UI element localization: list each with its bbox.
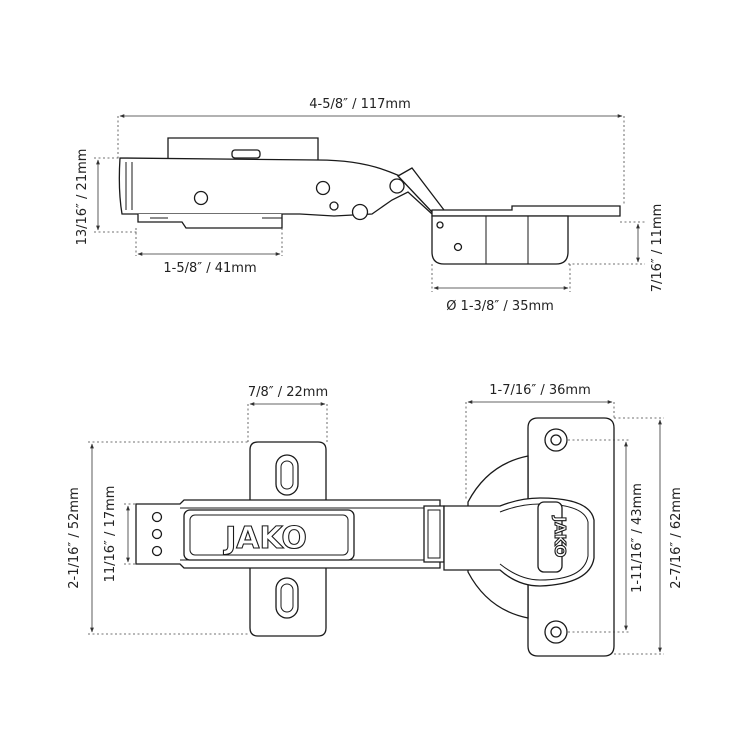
side-rivet-2 [315,180,331,196]
side-pivot-1 [351,203,369,221]
dim-cup-hole-spacing: 1-11/16″ / 43mm [630,483,645,593]
side-rivet-3 [329,201,339,211]
dim-plate-width: 7/8″ / 22mm [248,385,328,400]
dim-arm-width: 11/16″ / 17mm [103,486,118,583]
top-arm-hole-3 [151,545,163,557]
side-cup-hole-2 [453,242,463,252]
dim-cup-diameter: Ø 1-3/8″ / 35mm [446,299,554,314]
dim-side-height: 13/16″ / 21mm [75,149,90,246]
top-arm-hole-2 [151,528,163,540]
top-brand-logo: JAKO [223,521,307,556]
top-view: JAKO JAKO 7/8″ / 22mm 1-7/16″ / 36mm 2-1… [67,383,684,657]
side-view: 4-5/8″ / 117mm 13/16″ / 21mm 1-5/8″ / 41… [75,97,665,314]
top-link-bracket [423,505,445,563]
side-rivet-1 [193,190,209,206]
dim-cup-depth: 7/16″ / 11mm [650,204,665,293]
side-cup-hole-1 [436,221,444,229]
dim-cup-plate-width: 1-7/16″ / 36mm [489,383,591,398]
top-cup-logo-recess [537,501,563,573]
top-arm-hole-1 [151,511,163,523]
dim-overall-length: 4-5/8″ / 117mm [309,97,411,112]
dim-cup-plate-height: 2-7/16″ / 62mm [669,487,684,589]
top-logo-recess [183,509,355,561]
dim-plate-height: 2-1/16″ / 52mm [67,487,82,589]
side-top-plate [167,137,319,160]
side-top-slot [231,149,261,159]
dim-base-length: 1-5/8″ / 41mm [163,261,256,276]
top-cup-housing [443,497,595,587]
side-cup-plate [431,205,621,217]
side-cup [431,215,569,265]
side-pivot-2 [389,178,405,194]
top-cup-brand-logo: JAKO [551,516,569,558]
side-base-plate [137,214,283,229]
